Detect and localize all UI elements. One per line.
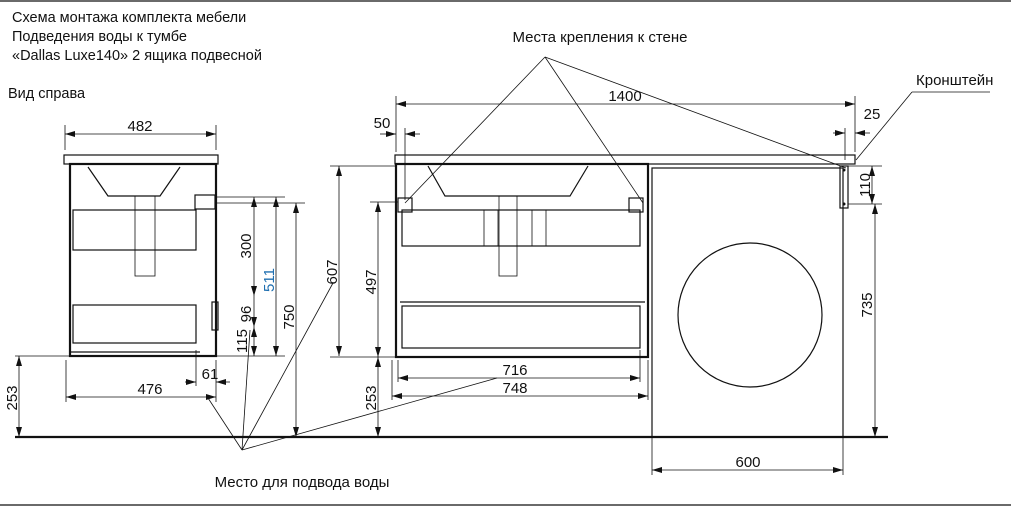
water-supply-leaders (207, 282, 498, 451)
dim-side-width-top: 482 (127, 118, 152, 135)
dim-front-left-offset: 50 (374, 115, 391, 132)
dim-side-511: 511 (261, 268, 278, 292)
title-line-2: Подведения воды к тумбе (12, 29, 187, 45)
wall-mount-leaders (404, 56, 847, 204)
dim-side-300: 300 (238, 233, 255, 258)
side-view-dimensions (16, 125, 305, 437)
dim-front-600: 600 (735, 454, 760, 471)
dim-side-115: 115 (234, 329, 251, 353)
side-view-cabinet (15, 154, 219, 358)
dim-front-497: 497 (363, 269, 380, 294)
bracket-leader (855, 91, 990, 161)
dim-side-253: 253 (4, 385, 21, 410)
front-view-dimensions (330, 96, 882, 475)
dim-front-right-offset: 25 (864, 106, 881, 123)
front-view-cabinet (394, 154, 856, 359)
title-line-3: «Dallas Luxe140» 2 ящика подвесной (12, 48, 262, 64)
washing-machine (651, 167, 844, 438)
dim-front-110: 110 (857, 173, 874, 197)
dim-side-width-bottom: 476 (137, 381, 162, 398)
washing-machine-door (677, 242, 823, 388)
side-view-label: Вид справа (8, 86, 86, 102)
dim-side-offset: 61 (202, 366, 219, 383)
wall-mounts-callout: Места крепления к стене (512, 29, 687, 46)
water-supply-callout: Место для подвода воды (215, 474, 390, 491)
dim-front-735: 735 (859, 292, 876, 317)
dim-front-total: 1400 (608, 88, 641, 105)
dim-side-96: 96 (238, 306, 255, 323)
dim-front-253: 253 (363, 385, 380, 410)
dim-front-716: 716 (502, 362, 527, 379)
dim-side-750: 750 (281, 304, 298, 329)
dim-side-607: 607 (324, 259, 341, 284)
title-line-1: Схема монтажа комплекта мебели (12, 10, 247, 26)
dim-front-748: 748 (502, 380, 527, 397)
bracket-callout: Кронштейн (916, 72, 993, 89)
bracket (839, 165, 849, 209)
